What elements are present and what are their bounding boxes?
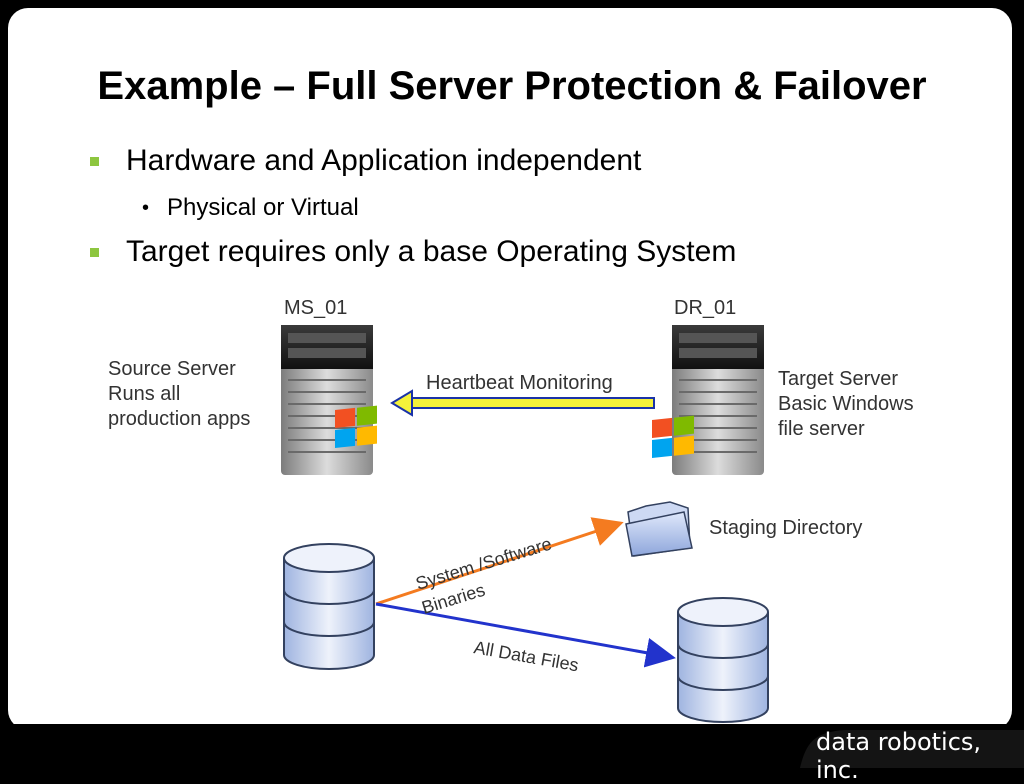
failover-diagram: System /Software Binaries All Data Files <box>281 325 1024 768</box>
bullet-square-icon <box>90 156 99 166</box>
windows-logo-icon <box>335 405 377 448</box>
source-database-icon <box>283 543 375 670</box>
source-server-icon <box>281 325 377 475</box>
bullet-hardware-independent: Hardware and Application independent <box>90 144 641 178</box>
source-server-name: MS_01 <box>284 297 348 319</box>
source-server-description: Source Server Runs all production apps <box>108 358 251 430</box>
heartbeat-arrow <box>390 389 655 417</box>
bullet-square-icon <box>90 247 99 257</box>
company-logo: data robotics, inc. <box>816 728 982 784</box>
bullet-text: Hardware and Application independent <box>126 144 642 177</box>
datafiles-arrow <box>375 602 676 668</box>
target-database-icon <box>677 597 769 723</box>
slide-number: 12 <box>42 722 57 737</box>
bullet-base-os: Target requires only a base Operating Sy… <box>90 235 736 269</box>
windows-logo-icon <box>652 415 694 458</box>
footer-logo-swoosh <box>800 730 1024 768</box>
bullet-dot-icon: • <box>142 196 150 219</box>
staging-directory-label: Staging Directory <box>709 517 863 539</box>
datafiles-label: All Data Files <box>472 637 580 675</box>
subbullet-text: Physical or Virtual <box>167 194 359 221</box>
slide-title: Example – Full Server Protection & Failo… <box>97 64 927 108</box>
bullet-text: Target requires only a base Operating Sy… <box>126 235 737 268</box>
binaries-label-line1: System /Software <box>413 533 554 593</box>
slide-canvas <box>8 8 1012 730</box>
folder-icon <box>625 501 693 557</box>
heartbeat-label: Heartbeat Monitoring <box>426 372 613 394</box>
target-server-icon <box>652 325 764 475</box>
binaries-arrow <box>375 517 624 606</box>
target-server-description: Target Server Basic Windows file server <box>778 368 914 440</box>
subbullet-physical-virtual: • Physical or Virtual <box>142 194 359 222</box>
target-server-name: DR_01 <box>674 297 737 319</box>
